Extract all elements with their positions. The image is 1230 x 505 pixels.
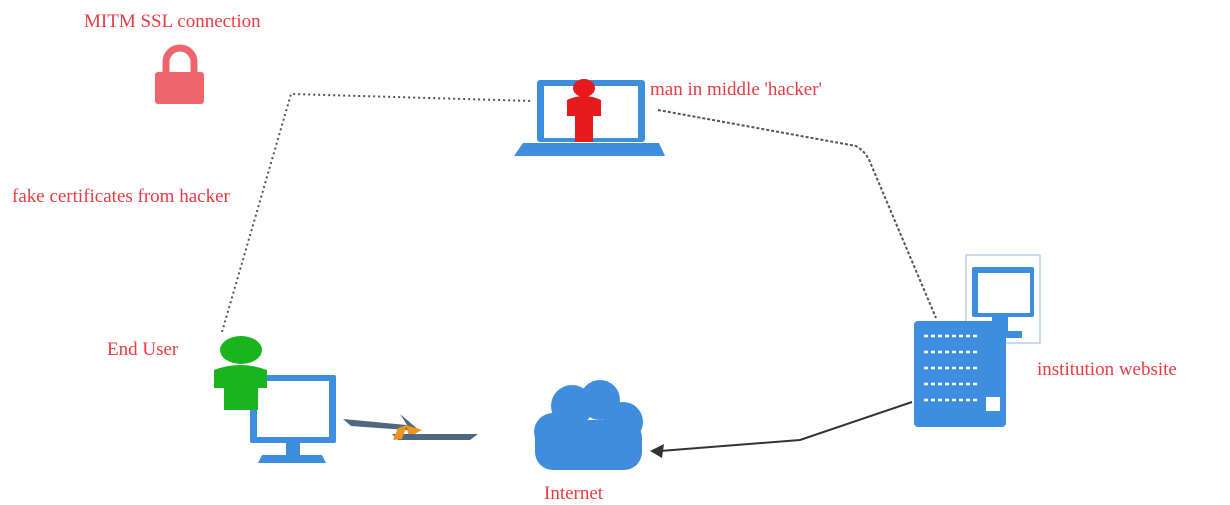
end-user-workstation-icon [214,336,336,463]
fake-certificates-label: fake certificates from hacker [12,186,230,207]
internet-cloud-icon [534,380,643,470]
lightning-connection-icon [343,414,478,440]
lock-icon [155,44,204,104]
dotted-connection-enduser-hacker [221,92,534,333]
hacker-label: man in middle 'hacker' [650,79,822,100]
diagram-title: MITM SSL connection [84,11,261,32]
end-user-label: End User [107,339,179,360]
internet-label: Internet [544,483,604,504]
hacker-laptop-icon [514,79,665,156]
institution-website-label: institution website [1037,359,1177,380]
arrowhead-icon [650,444,664,458]
server-rack-icon [914,254,1041,427]
arrow-server-to-internet [659,401,913,452]
dotted-connection-hacker-server [657,109,937,319]
